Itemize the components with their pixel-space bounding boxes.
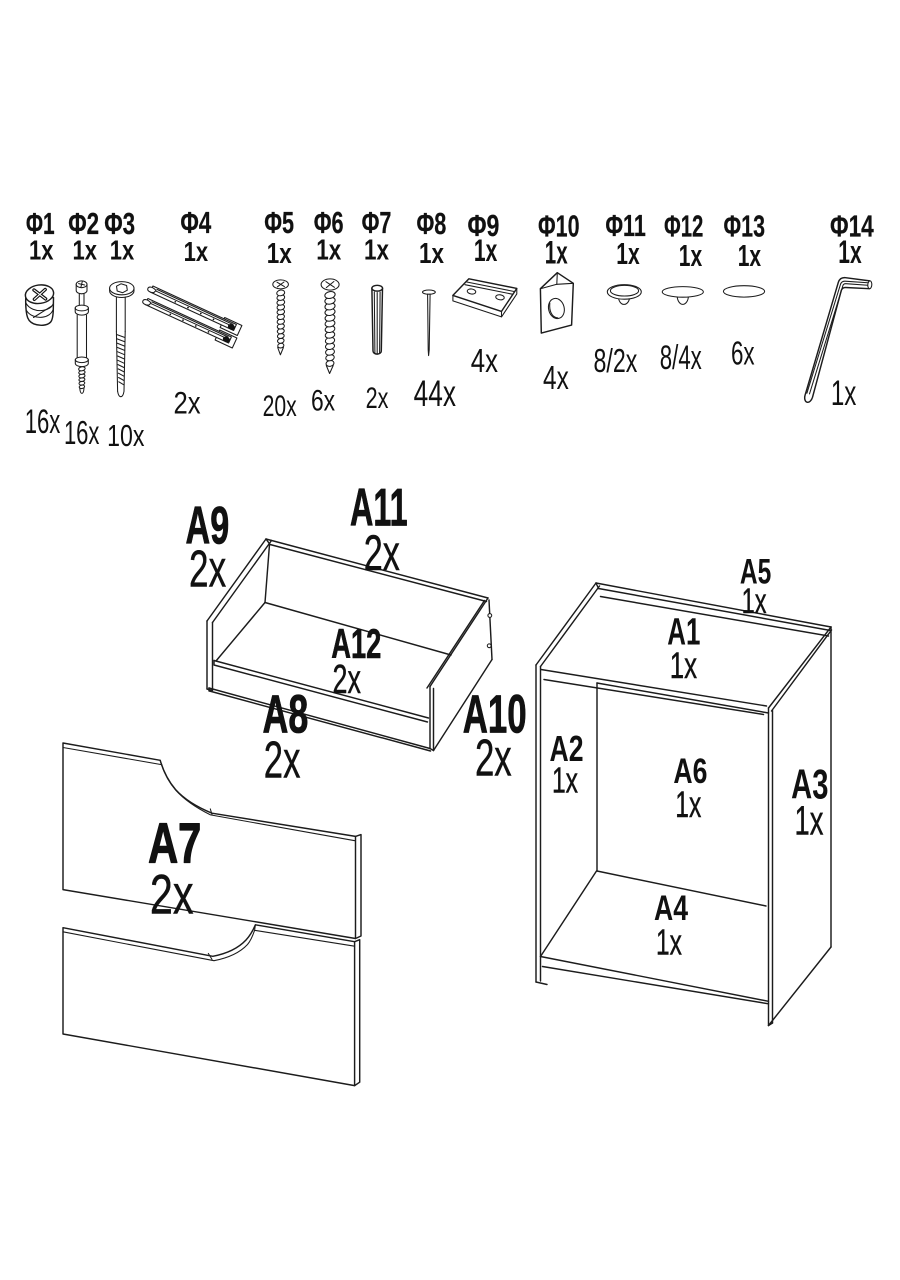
- svg-text:1x: 1x: [838, 234, 862, 270]
- svg-text:1x: 1x: [670, 645, 698, 686]
- svg-text:4x: 4x: [471, 343, 498, 380]
- svg-text:1x: 1x: [675, 784, 701, 825]
- svg-text:1x: 1x: [474, 232, 498, 268]
- svg-text:1x: 1x: [795, 797, 824, 843]
- svg-text:A5: A5: [740, 552, 771, 591]
- svg-text:8/4x: 8/4x: [660, 339, 702, 377]
- svg-text:1x: 1x: [364, 235, 389, 267]
- svg-text:A9: A9: [186, 497, 230, 556]
- svg-text:1x: 1x: [267, 238, 292, 270]
- svg-text:1x: 1x: [316, 235, 341, 267]
- svg-text:6x: 6x: [311, 385, 335, 418]
- svg-text:1x: 1x: [656, 921, 682, 962]
- svg-text:A12: A12: [331, 620, 381, 667]
- svg-text:A11: A11: [350, 479, 408, 538]
- svg-text:1x: 1x: [72, 235, 97, 266]
- svg-text:A3: A3: [791, 760, 828, 807]
- svg-text:2x: 2x: [173, 384, 200, 420]
- svg-text:16x: 16x: [64, 414, 100, 451]
- svg-text:Φ8: Φ8: [417, 206, 447, 241]
- svg-text:1x: 1x: [110, 235, 135, 266]
- svg-text:2x: 2x: [366, 382, 389, 415]
- svg-text:Φ12: Φ12: [664, 209, 703, 244]
- svg-text:Φ7: Φ7: [362, 205, 392, 240]
- svg-text:1x: 1x: [831, 374, 857, 413]
- svg-text:Φ13: Φ13: [724, 209, 766, 244]
- svg-text:1x: 1x: [742, 582, 767, 621]
- svg-text:A6: A6: [673, 752, 707, 791]
- svg-text:6x: 6x: [731, 335, 755, 372]
- svg-text:Φ11: Φ11: [605, 208, 646, 243]
- svg-text:44x: 44x: [414, 373, 457, 414]
- svg-text:4x: 4x: [543, 360, 569, 397]
- svg-text:1x: 1x: [679, 238, 703, 273]
- svg-text:2x: 2x: [150, 862, 194, 925]
- svg-text:A8: A8: [263, 685, 309, 745]
- svg-text:Φ10: Φ10: [538, 209, 580, 244]
- svg-text:1x: 1x: [616, 236, 640, 271]
- svg-text:2x: 2x: [189, 541, 226, 599]
- svg-text:1x: 1x: [545, 235, 568, 271]
- svg-text:A2: A2: [550, 728, 584, 769]
- svg-text:1x: 1x: [419, 238, 444, 270]
- svg-text:20x: 20x: [263, 390, 297, 423]
- svg-text:A7: A7: [148, 812, 201, 876]
- svg-text:1x: 1x: [738, 238, 762, 273]
- svg-text:1x: 1x: [552, 759, 578, 800]
- svg-text:Φ3: Φ3: [104, 206, 135, 241]
- svg-text:Φ1: Φ1: [26, 206, 55, 241]
- svg-text:1x: 1x: [184, 236, 209, 267]
- svg-text:Φ14: Φ14: [830, 209, 874, 244]
- svg-text:16x: 16x: [25, 403, 61, 441]
- svg-text:Φ9: Φ9: [468, 208, 500, 243]
- svg-text:Φ4: Φ4: [180, 205, 211, 240]
- svg-text:A1: A1: [667, 612, 700, 654]
- svg-text:2x: 2x: [364, 525, 400, 581]
- svg-text:10x: 10x: [107, 419, 144, 453]
- svg-text:8/2x: 8/2x: [594, 343, 638, 380]
- svg-text:2x: 2x: [264, 731, 301, 789]
- svg-text:Φ2: Φ2: [68, 206, 99, 241]
- svg-text:A10: A10: [463, 685, 527, 745]
- svg-text:A4: A4: [654, 889, 688, 928]
- svg-text:Φ5: Φ5: [264, 205, 294, 240]
- svg-text:2x: 2x: [333, 656, 362, 702]
- svg-text:1x: 1x: [29, 235, 54, 266]
- svg-text:Φ6: Φ6: [314, 205, 344, 240]
- svg-text:2x: 2x: [475, 730, 512, 788]
